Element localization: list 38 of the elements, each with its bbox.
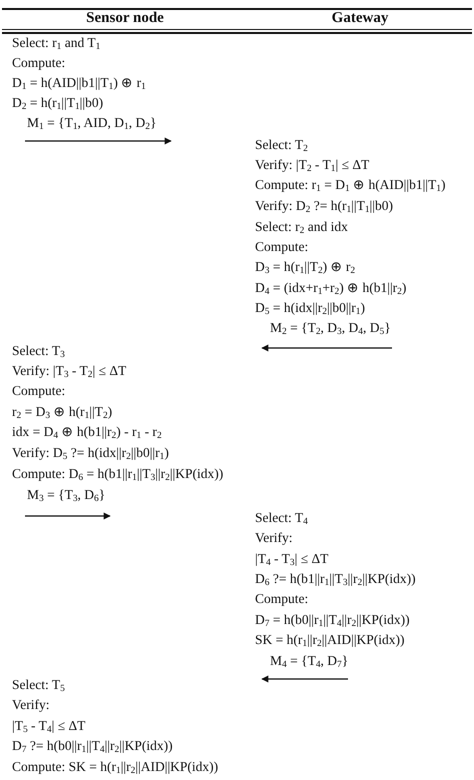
- protocol-step: Select: T$_{5}$: [12, 677, 65, 693]
- protocol-step: Verify:: [255, 530, 292, 546]
- protocol-step: D$_{3}$ = h(r$_{1}$||T$_{2}$) ⊕ r$_{2}$: [255, 259, 356, 275]
- protocol-step: idx = D$_{4}$ ⊕ h(b1||r$_{2}$) - r$_{1}$ - r$_{2}$: [12, 424, 162, 440]
- protocol-step: Select: T$_{2}$: [255, 137, 308, 153]
- protocol-step: D$_{5}$ = h(idx||r$_{2}$||b0||r$_{1}$): [255, 300, 365, 316]
- protocol-step: D$_{7}$ ?= h(b0||r$_{1}$||T$_{4}$||r$_{2}$||KP(idx)): [12, 738, 173, 754]
- protocol-step: M$_{1}$ = {T$_{1}$, AID, D$_{1}$, D$_{2}$}: [27, 115, 156, 131]
- protocol-step: D$_{1}$ = h(AID||b1||T$_{1}$) ⊕ r$_{1}$: [12, 75, 146, 91]
- protocol-step: Verify: |T$_{3}$ - T$_{2}$| ≤ ΔT: [12, 363, 126, 379]
- protocol-step: Select: r$_{2}$ and idx: [255, 219, 348, 235]
- protocol-step: Compute:: [12, 383, 66, 399]
- protocol-step: Compute: r$_{1}$ = D$_{1}$ ⊕ h(AID||b1||T$_{1}$): [255, 177, 446, 193]
- protocol-step: Compute: SK = h(r$_{1}$||r$_{2}$||AID||KP(idx)): [12, 759, 218, 775]
- protocol-step: M$_{3}$ = {T$_{3}$, D$_{6}$}: [27, 487, 106, 503]
- protocol-step: SK = h(r$_{1}$||r$_{2}$||AID||KP(idx)): [255, 632, 405, 648]
- protocol-step: D$_{6}$ ?= h(b1||r$_{1}$||T$_{3}$||r$_{2}$||KP(idx)): [255, 571, 416, 587]
- protocol-step: Select: T$_{4}$: [255, 510, 308, 526]
- protocol-step: D$_{2}$ = h(r$_{1}$||T$_{1}$||b0): [12, 95, 104, 111]
- protocol-step: Compute:: [12, 55, 66, 71]
- protocol-step: M$_{2}$ = {T$_{2}$, D$_{3}$, D$_{4}$, D$_{5}$}: [270, 320, 391, 336]
- protocol-step: r$_{2}$ = D$_{3}$ ⊕ h(r$_{1}$||T$_{2}$): [12, 404, 112, 420]
- protocol-step: Verify: D$_{2}$ ?= h(r$_{1}$||T$_{1}$||b0): [255, 198, 393, 214]
- protocol-step: Compute:: [255, 239, 308, 255]
- protocol-step: Select: r$_{1}$ and T$_{1}$: [12, 35, 100, 51]
- column-header: Gateway: [332, 10, 388, 26]
- protocol-step: D$_{7}$ = h(b0||r$_{1}$||T$_{4}$||r$_{2}$||KP(idx)): [255, 612, 410, 628]
- protocol-step: Verify:: [12, 697, 50, 713]
- column-header: Sensor node: [86, 10, 164, 26]
- protocol-step: |T$_{5}$ - T$_{4}$| ≤ ΔT: [12, 718, 86, 734]
- protocol-step: Select: T$_{3}$: [12, 343, 65, 359]
- protocol-step: |T$_{4}$ - T$_{3}$| ≤ ΔT: [255, 551, 328, 567]
- protocol-step: M$_{4}$ = {T$_{4}$, D$_{7}$}: [270, 653, 348, 669]
- protocol-step: Compute:: [255, 591, 308, 607]
- protocol-step: D$_{4}$ = (idx+r$_{1}$+r$_{2}$) ⊕ h(b1||r$_{2}$): [255, 280, 406, 296]
- protocol-step: Verify: D$_{5}$ ?= h(idx||r$_{2}$||b0||r$_{1}$): [12, 445, 169, 461]
- protocol-step: Verify: |T$_{2}$ - T$_{1}$| ≤ ΔT: [255, 157, 370, 173]
- protocol-step: Compute: D$_{6}$ = h(b1||r$_{1}$||T$_{3}$||r$_{2}$||KP(idx)): [12, 466, 224, 482]
